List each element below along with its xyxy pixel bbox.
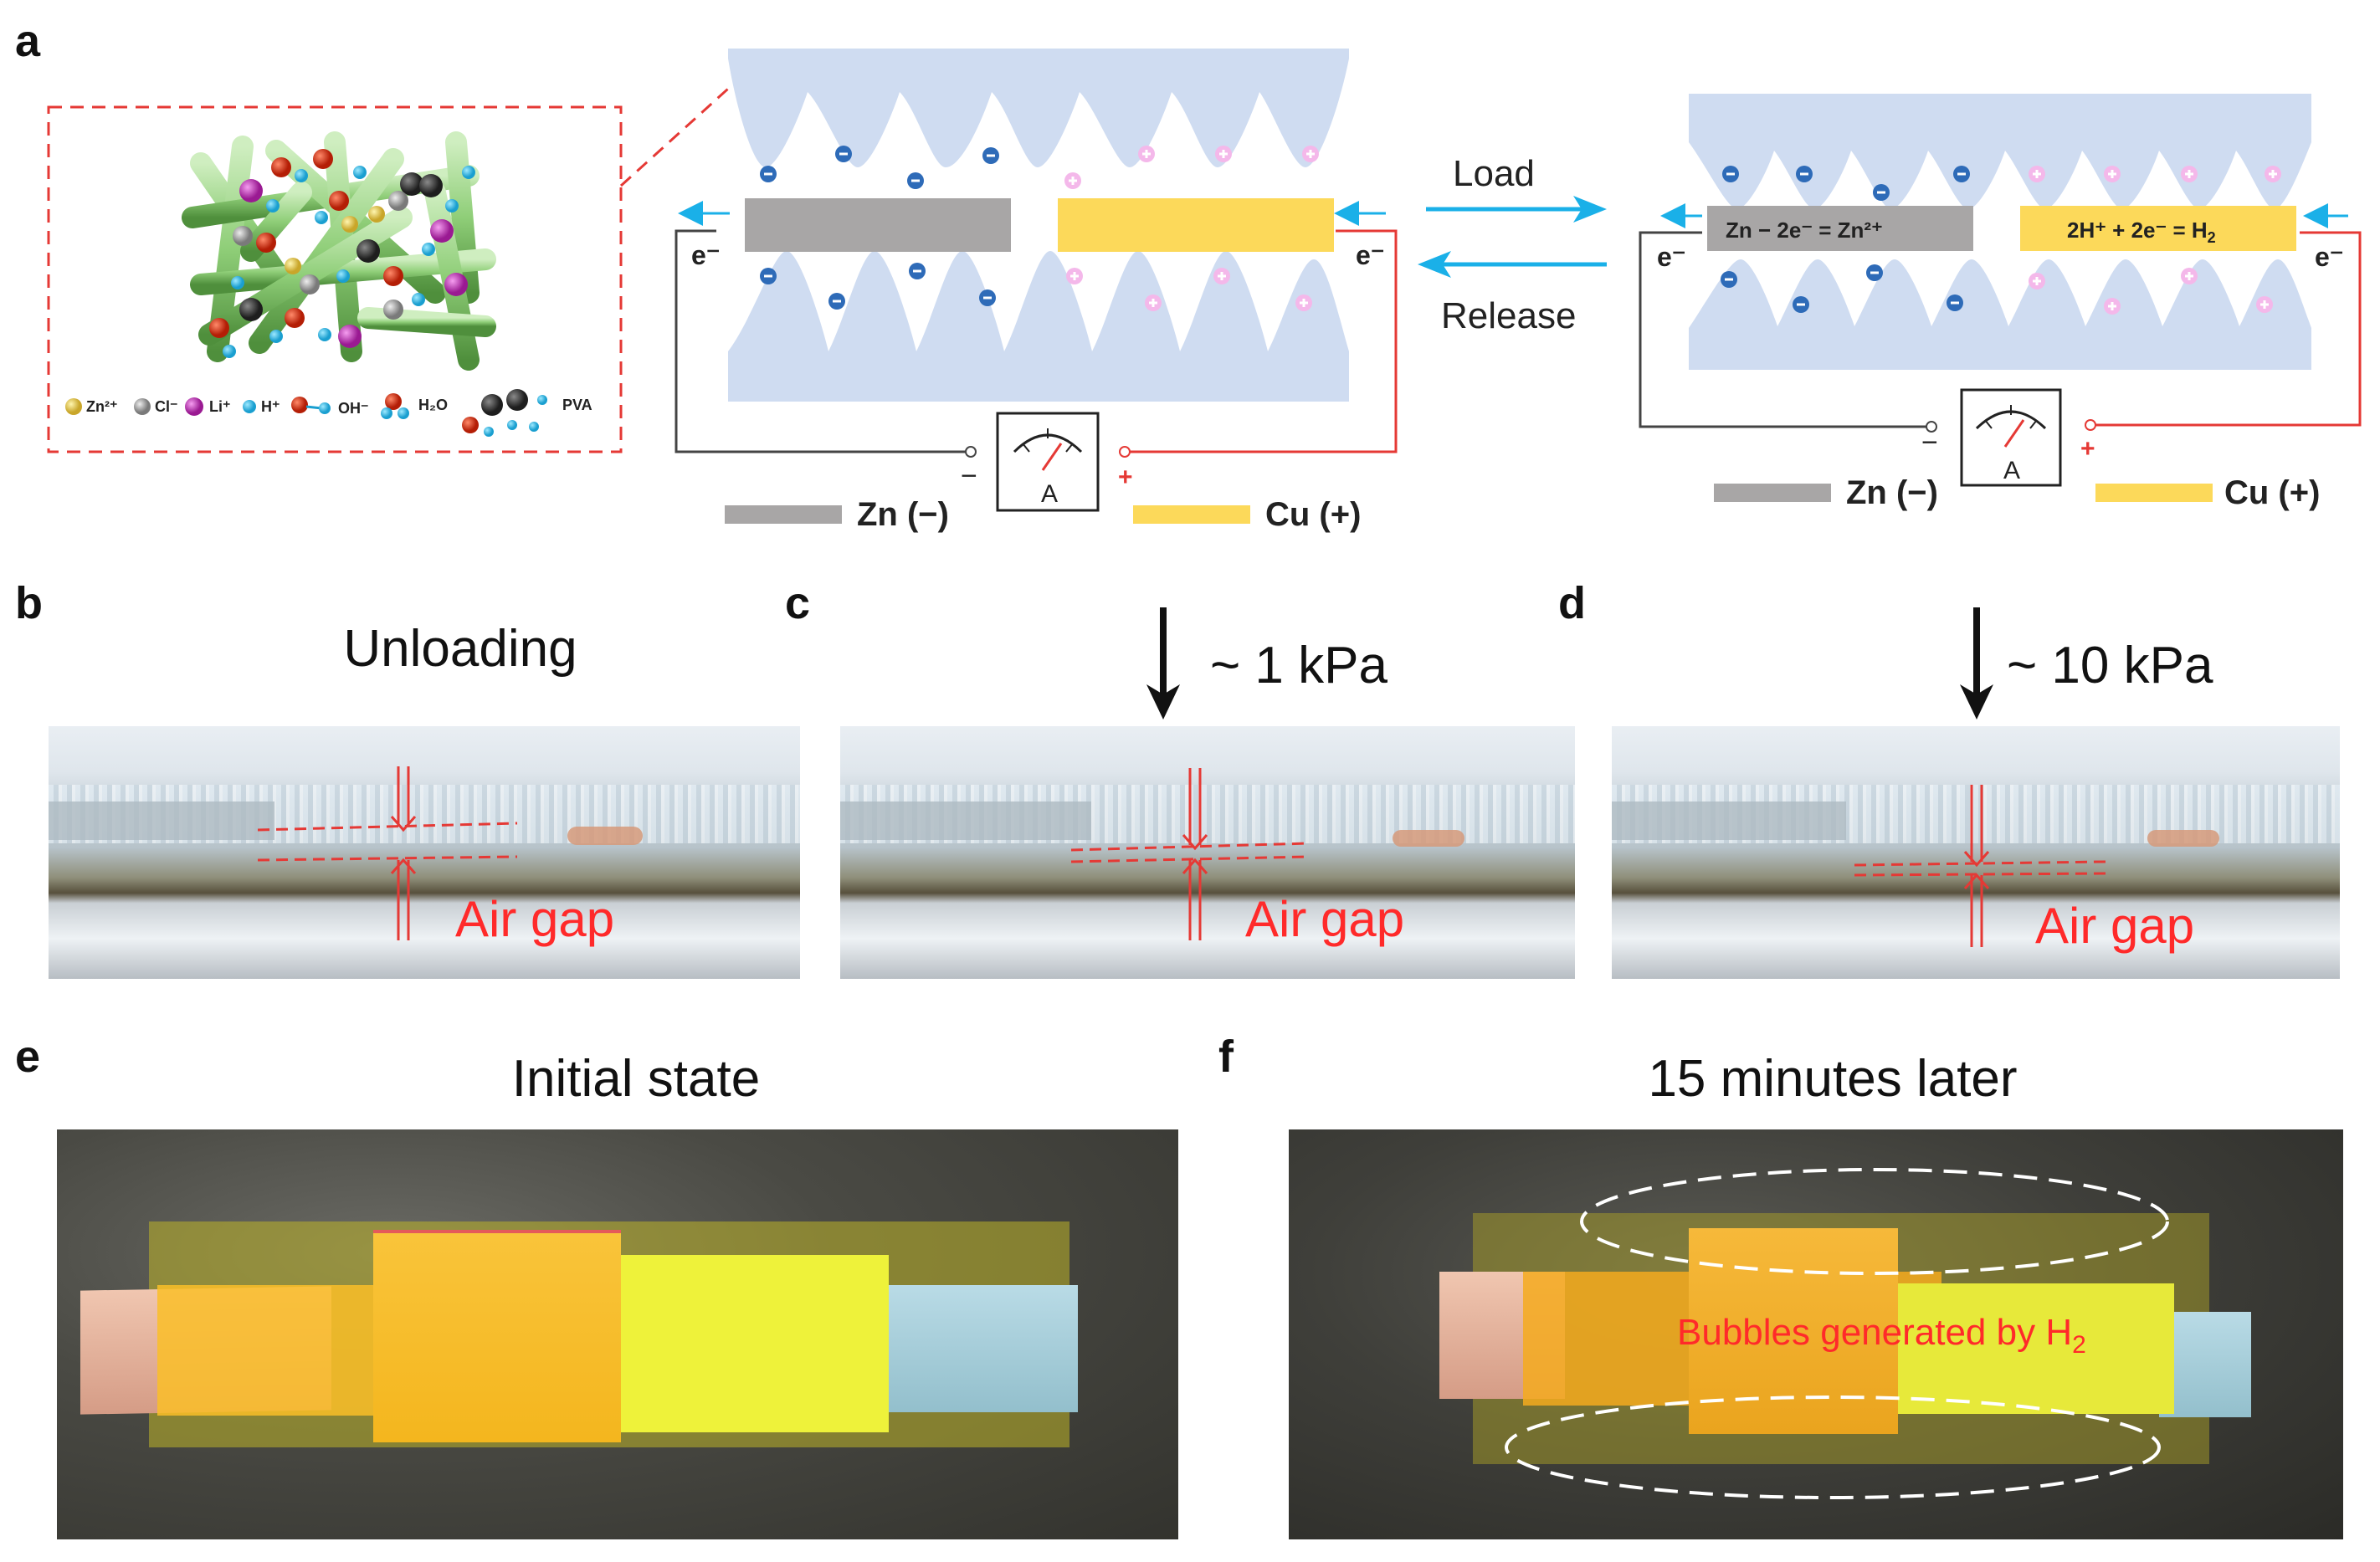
release-arrow-head xyxy=(1418,251,1451,278)
panel-f-title: 15 minutes later xyxy=(1648,1050,2018,1108)
photo-15-minutes: Bubbles generated by H2 xyxy=(1289,1129,2343,1539)
legend-h: H⁺ xyxy=(261,398,280,415)
anode-reaction: Zn − 2e⁻ = Zn²⁺ xyxy=(1726,218,1883,243)
ammeter-minus: − xyxy=(961,460,977,492)
load-release-arrows: Load Release xyxy=(1418,153,1607,336)
bubbles-ellipse-top xyxy=(1580,1168,2169,1275)
hydrogel-network-illustration xyxy=(182,131,496,371)
legend-pva: PVA xyxy=(562,397,592,413)
hydrogel-top-layer xyxy=(728,49,1349,167)
legend-cu-swatch xyxy=(1133,505,1250,524)
wire-negative xyxy=(675,229,969,453)
electron-label-left-loaded: e⁻ xyxy=(1657,242,1686,272)
wire-positive-loaded xyxy=(2092,231,2362,427)
load-label: Load xyxy=(1453,153,1535,194)
cu-electrode xyxy=(1058,198,1334,252)
ammeter-minus-loaded: − xyxy=(1921,427,1938,458)
zn-electrode-loaded xyxy=(1707,206,1973,251)
negative-ions xyxy=(760,146,999,310)
panel-e-title: Initial state xyxy=(511,1050,761,1108)
zn-electrode xyxy=(745,198,1011,252)
load-arrow-head xyxy=(1573,196,1607,223)
wire-negative-loaded xyxy=(1639,231,1930,428)
cu-electrode-loaded xyxy=(2020,206,2296,251)
electron-label-left: e⁻ xyxy=(691,240,721,270)
ammeter-label-loaded: A xyxy=(2003,457,2020,484)
legend-zn-swatch-loaded xyxy=(1714,484,1831,502)
positive-ions xyxy=(1064,146,1319,311)
panel-letter-f: f xyxy=(1218,1032,1234,1082)
hydrogel-bottom-layer xyxy=(728,251,1349,402)
cathode-reaction: 2H⁺ + 2e⁻ = H2 xyxy=(2067,218,2216,246)
yellow-layer-right xyxy=(621,1255,889,1432)
bubbles-ellipse-bottom xyxy=(1505,1396,2161,1499)
legend-h2o: H₂O xyxy=(418,397,448,413)
photo-10kpa: Air gap xyxy=(1612,726,2340,979)
legend-cu-label: Cu (+) xyxy=(1265,496,1361,533)
panel-a-schematic: Zn²⁺ Cl⁻ Li⁺ H⁺ OH⁻ H₂O PVA xyxy=(47,49,2362,533)
legend-cu-swatch-loaded xyxy=(2095,484,2213,502)
air-gap-label-d: Air gap xyxy=(2035,898,2195,954)
hydrogel-bottom-layer-loaded xyxy=(1689,259,2311,370)
pressure-arrow-c xyxy=(1146,607,1180,720)
ammeter-icon-loaded: A xyxy=(1960,388,2062,487)
ion-legend: Zn²⁺ Cl⁻ Li⁺ H⁺ OH⁻ H₂O PVA xyxy=(65,389,592,437)
pressure-arrow-d xyxy=(1960,607,1993,720)
panel-letter-b: b xyxy=(15,578,43,628)
legend-zn-label: Zn (−) xyxy=(857,496,949,533)
wire-positive xyxy=(1126,229,1398,453)
ammeter-plus: + xyxy=(1118,463,1133,491)
device-unloaded: − + A e⁻ e⁻ Zn (−) Cu (+) xyxy=(675,49,1398,533)
panel-letter-e: e xyxy=(15,1032,41,1082)
legend-zn-swatch xyxy=(725,505,842,524)
legend-cl: Cl⁻ xyxy=(155,398,178,415)
positive-ions-loaded xyxy=(2029,166,2281,315)
zoom-box xyxy=(47,105,623,453)
ammeter-plus-loaded: + xyxy=(2080,435,2095,463)
panel-c-title: ~ 1 kPa xyxy=(1210,637,1387,694)
legend-oh: OH⁻ xyxy=(338,400,369,417)
zinc-strip-f xyxy=(2159,1312,2251,1417)
panel-letter-c: c xyxy=(785,578,811,628)
legend-li: Li⁺ xyxy=(209,398,231,415)
air-gap-label-c: Air gap xyxy=(1245,891,1405,947)
bubbles-label: Bubbles generated by H2 xyxy=(1677,1312,2086,1359)
photo-1kpa: Air gap xyxy=(840,726,1575,979)
panel-b-title: Unloading xyxy=(343,620,577,678)
negative-ions-loaded xyxy=(1721,166,1970,313)
zoom-line xyxy=(619,72,746,187)
ammeter-icon: A xyxy=(996,412,1100,512)
legend-zn-label-loaded: Zn (−) xyxy=(1846,474,1938,511)
air-gap-label-b: Air gap xyxy=(455,891,615,947)
photo-unloading: Air gap xyxy=(49,726,800,979)
panel-letter-a: a xyxy=(15,16,41,66)
zinc-strip xyxy=(885,1285,1078,1412)
photo-initial-state xyxy=(57,1129,1178,1539)
hydrogel-pad xyxy=(373,1230,621,1442)
electron-label-right: e⁻ xyxy=(1356,240,1385,270)
device-loaded: Zn − 2e⁻ = Zn²⁺ 2H⁺ + 2e⁻ = H2 xyxy=(1639,94,2362,511)
yellow-layer-right-f xyxy=(1898,1283,2174,1414)
legend-zn: Zn²⁺ xyxy=(86,398,118,415)
electron-label-right-loaded: e⁻ xyxy=(2315,242,2344,272)
panel-letter-d: d xyxy=(1558,578,1586,628)
hydrogel-top-layer-loaded xyxy=(1689,94,2311,209)
release-label: Release xyxy=(1441,295,1576,336)
legend-cu-label-loaded: Cu (+) xyxy=(2224,474,2320,511)
ammeter-label: A xyxy=(1041,480,1058,508)
panel-d-title: ~ 10 kPa xyxy=(2007,637,2213,694)
